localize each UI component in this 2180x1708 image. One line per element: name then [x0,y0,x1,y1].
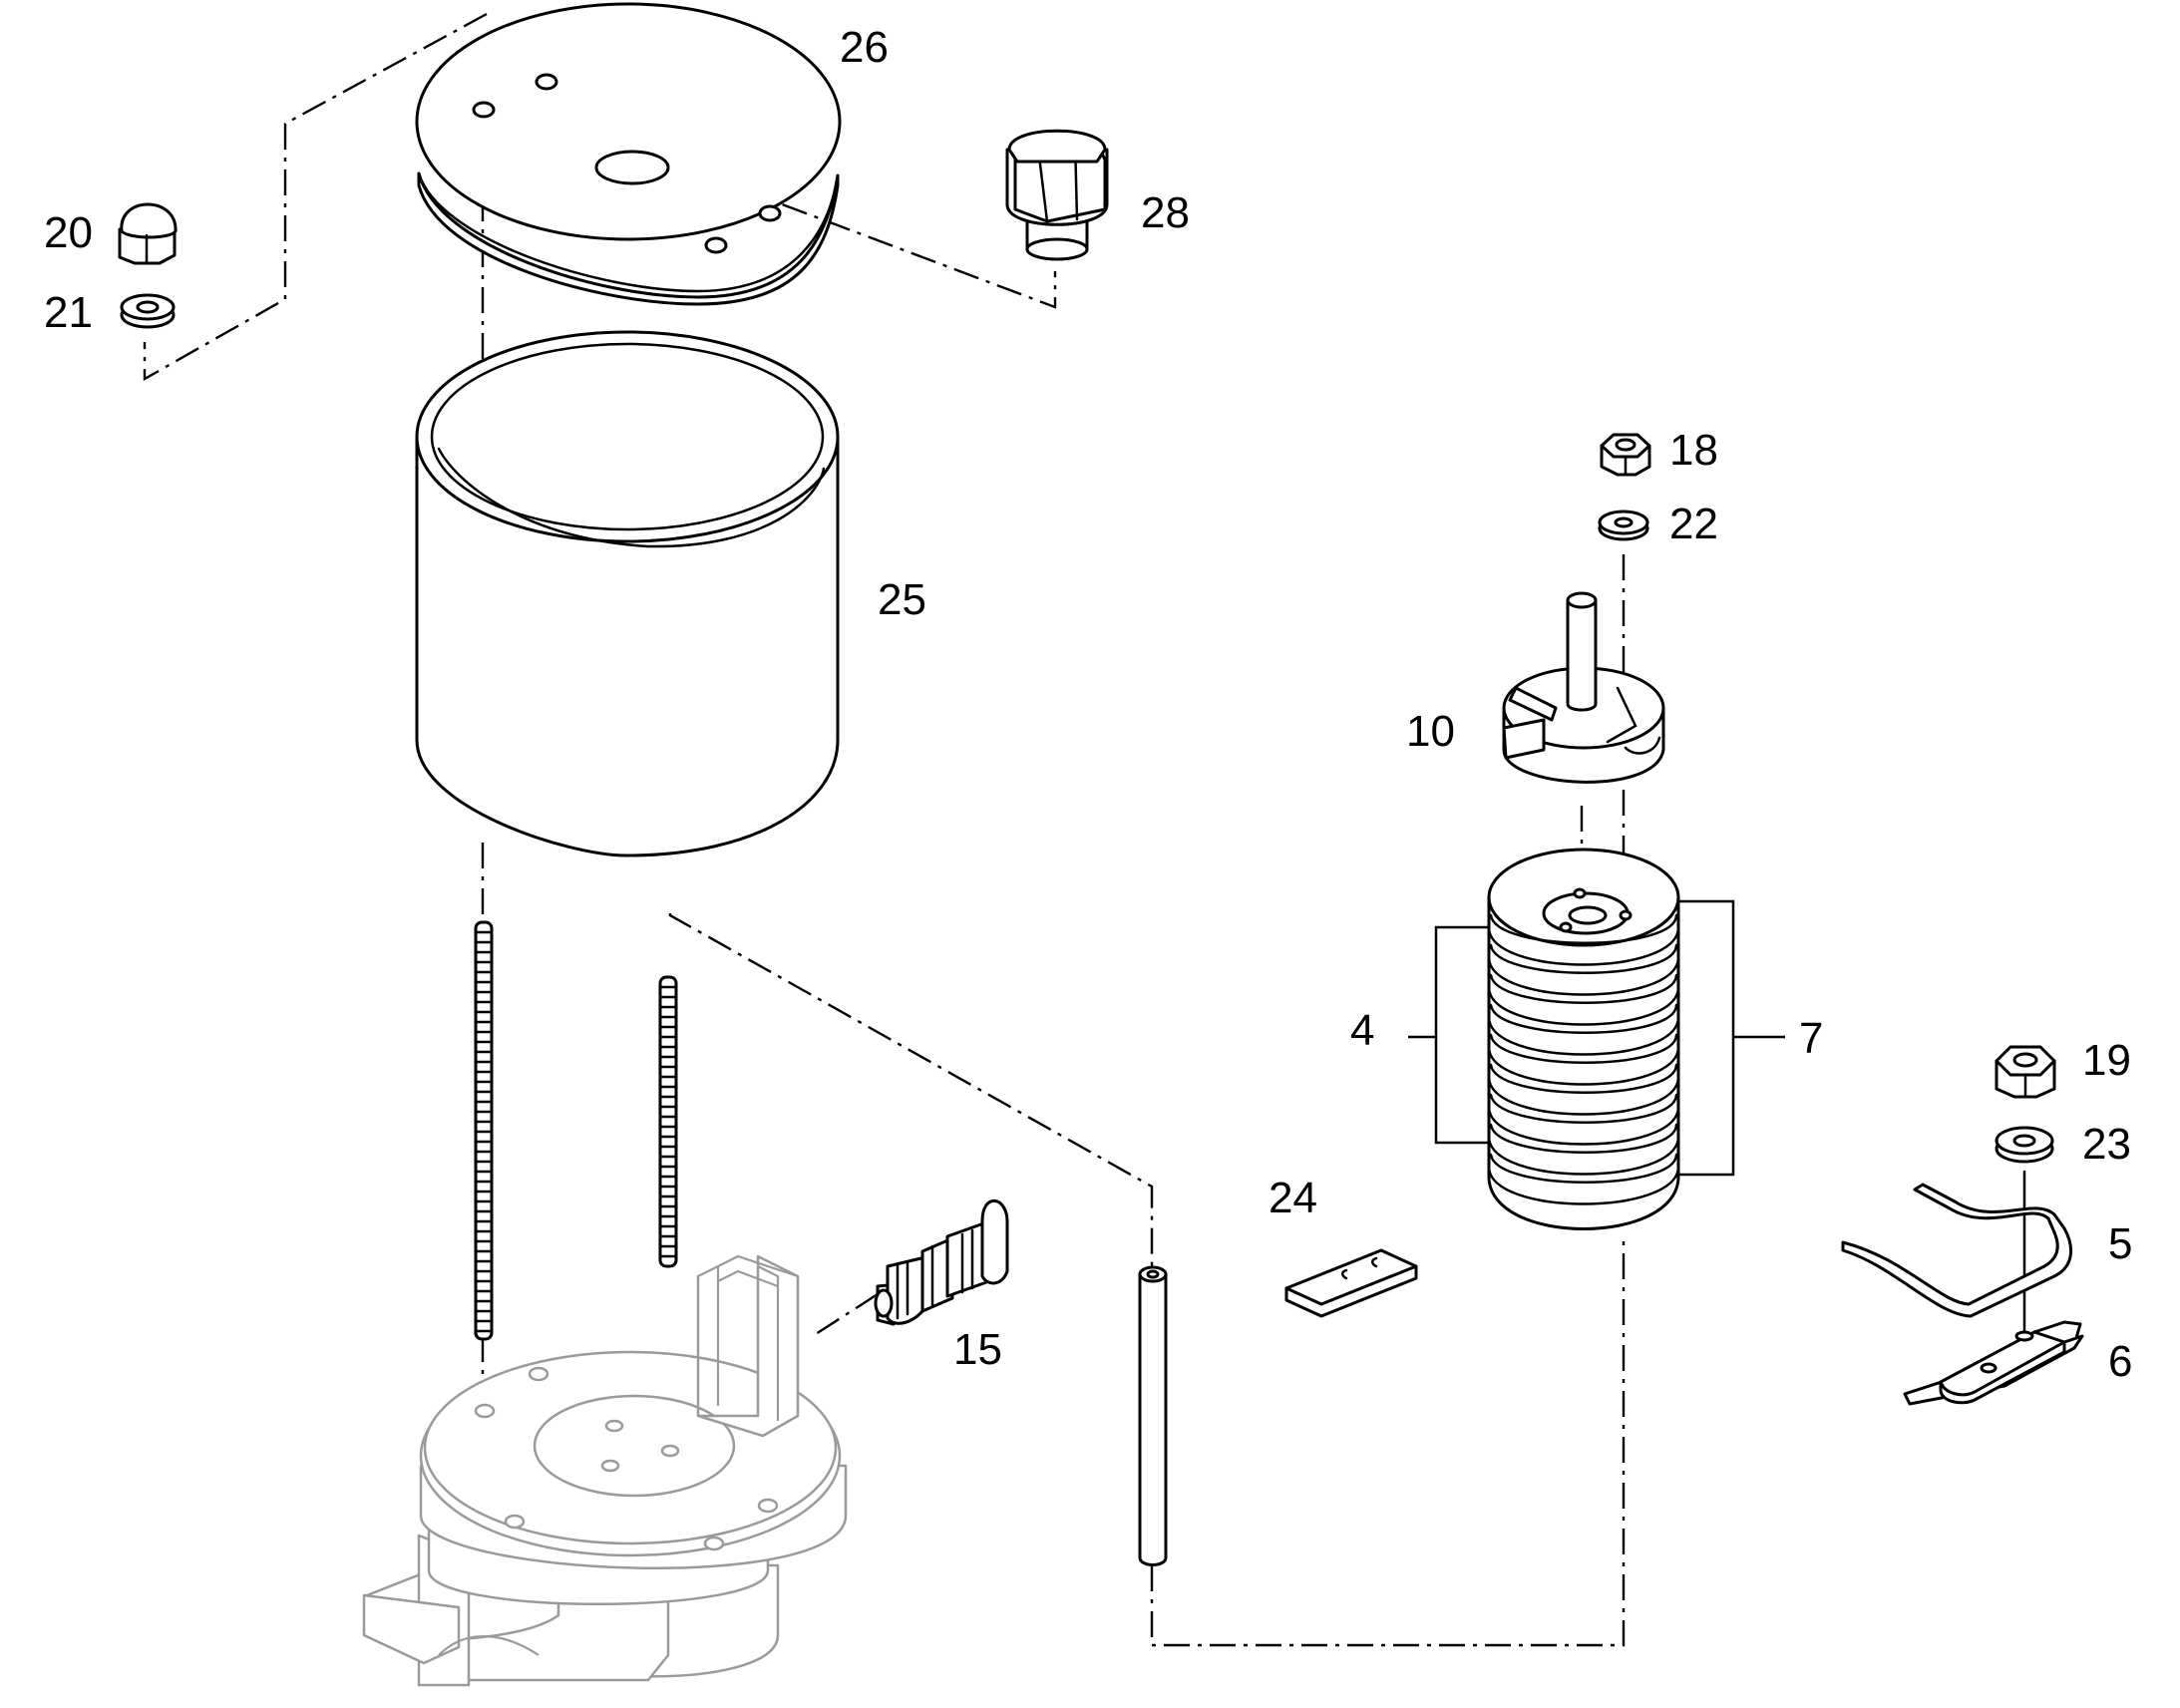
callout-7: 7 [1799,1014,1823,1063]
callout-28: 28 [1141,188,1190,237]
cover-hole [472,101,496,119]
part-plug [1005,129,1109,261]
callout-21: 21 [44,288,93,337]
part-nut-19 [1995,1045,2056,1099]
base-hole [604,1419,624,1433]
leader-cover-to-nut-20 [143,12,488,382]
stack-hole [1573,887,1587,899]
callout-5: 5 [2108,1219,2132,1268]
base-hole [528,1366,549,1382]
callout-22: 22 [1669,500,1718,548]
cover-hole [758,204,782,222]
stack-hole [1619,909,1633,921]
base-hole [600,1459,620,1473]
part-disc-stack [1487,848,1680,1230]
leader-stud-to-pin [668,913,1154,1266]
stack-center-hole [1568,905,1608,925]
part-cap-nut [118,202,178,265]
part-washer-23 [1995,1126,2054,1164]
callout-26: 26 [840,23,889,72]
cover-hole [704,236,728,254]
callout-18: 18 [1669,426,1718,475]
part-nut-18 [1600,433,1651,477]
callout-20: 20 [44,208,93,257]
cover-hole [535,73,558,91]
callout-25: 25 [878,575,926,624]
part-wire-spring [1841,1183,2073,1318]
part-fitting [874,1198,1009,1326]
base-hole [504,1514,526,1530]
base-hole [660,1444,680,1458]
stud-threads [658,985,678,1258]
base-hole [474,1403,496,1419]
stud-threads [474,930,494,1333]
part-washer-21 [120,293,176,329]
callout-6: 6 [2108,1337,2132,1386]
leader-fitting-to-base [815,1292,879,1336]
base-hole [703,1536,725,1551]
stack-hole [1559,921,1573,933]
base-hole [757,1498,779,1514]
part-housing-cylinder [415,330,840,857]
callout-15: 15 [953,1325,1002,1374]
part-impeller-wheel [1502,591,1665,784]
callout-19: 19 [2082,1036,2131,1085]
part-base-assembly [362,1254,848,1687]
cover-center-hole [594,150,670,185]
dimension-brackets [1408,899,1785,1177]
callout-23: 23 [2082,1120,2131,1169]
callout-10: 10 [1406,707,1455,756]
part-small-plate [1284,1248,1418,1318]
part-cover-plate [415,2,842,306]
bracket-7 [1678,899,1735,1177]
part-clip [1903,1320,2084,1406]
callout-labels: 26 28 20 21 25 18 22 10 4 7 19 23 24 5 1… [44,23,2132,1386]
callout-24: 24 [1269,1174,1317,1222]
part-threaded-stud-right [658,975,678,1268]
leader-pin-to-stack [1150,1236,1626,1647]
part-threaded-stud-left [474,920,494,1341]
bracket-4 [1434,925,1489,1145]
callout-4: 4 [1350,1006,1374,1055]
part-pin [1138,1265,1168,1566]
assembly-leader-lines [143,12,2026,1647]
part-washer-22 [1598,510,1649,541]
